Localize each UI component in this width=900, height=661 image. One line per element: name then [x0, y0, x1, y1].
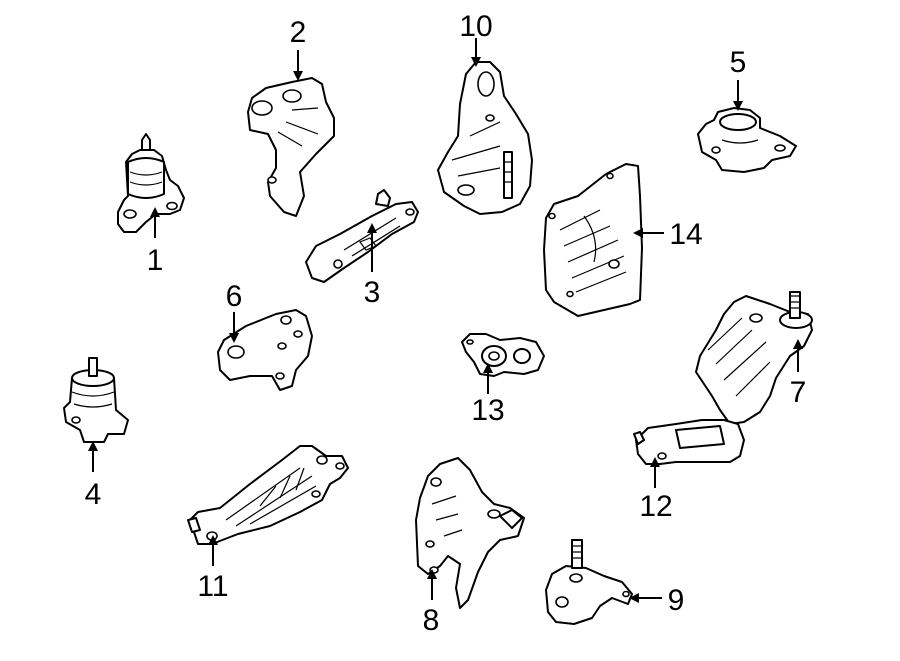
callout-11: 11 — [197, 570, 228, 603]
part-9-stud-bracket[interactable] — [545, 539, 633, 625]
callout-labels: 1 2 3 4 5 6 7 8 9 10 11 12 13 14 — [85, 10, 807, 637]
part-4-round-mount[interactable] — [63, 357, 129, 443]
part-14-plate[interactable] — [543, 163, 643, 317]
part-5-pad-mount[interactable] — [697, 107, 797, 173]
part-8-tall-bracket[interactable] — [415, 457, 525, 609]
callout-4: 4 — [85, 478, 102, 511]
callout-6: 6 — [226, 280, 243, 313]
callout-12: 12 — [639, 490, 672, 523]
part-11-truss-bracket[interactable] — [187, 445, 349, 545]
callout-2: 2 — [290, 16, 307, 49]
part-6-plate-bracket[interactable] — [217, 309, 313, 391]
callout-13: 13 — [471, 394, 504, 427]
callout-9: 9 — [668, 584, 685, 617]
callout-5: 5 — [730, 46, 747, 79]
part-10-upright-bracket[interactable] — [437, 61, 533, 215]
callout-14: 14 — [669, 218, 702, 251]
leader-arrows — [88, 38, 803, 603]
part-7-hydraulic-mount[interactable] — [695, 291, 813, 425]
part-3-rod-bracket[interactable] — [305, 189, 419, 283]
part-2-bracket[interactable] — [247, 77, 335, 217]
callout-3: 3 — [364, 276, 381, 309]
callout-10: 10 — [459, 10, 492, 43]
callout-7: 7 — [790, 376, 807, 409]
part-12-link-bracket[interactable] — [633, 419, 745, 465]
part-13-small-mount[interactable] — [461, 333, 545, 377]
callout-8: 8 — [423, 604, 440, 637]
callout-1: 1 — [147, 244, 164, 277]
part-1-engine-mount[interactable] — [117, 133, 185, 233]
